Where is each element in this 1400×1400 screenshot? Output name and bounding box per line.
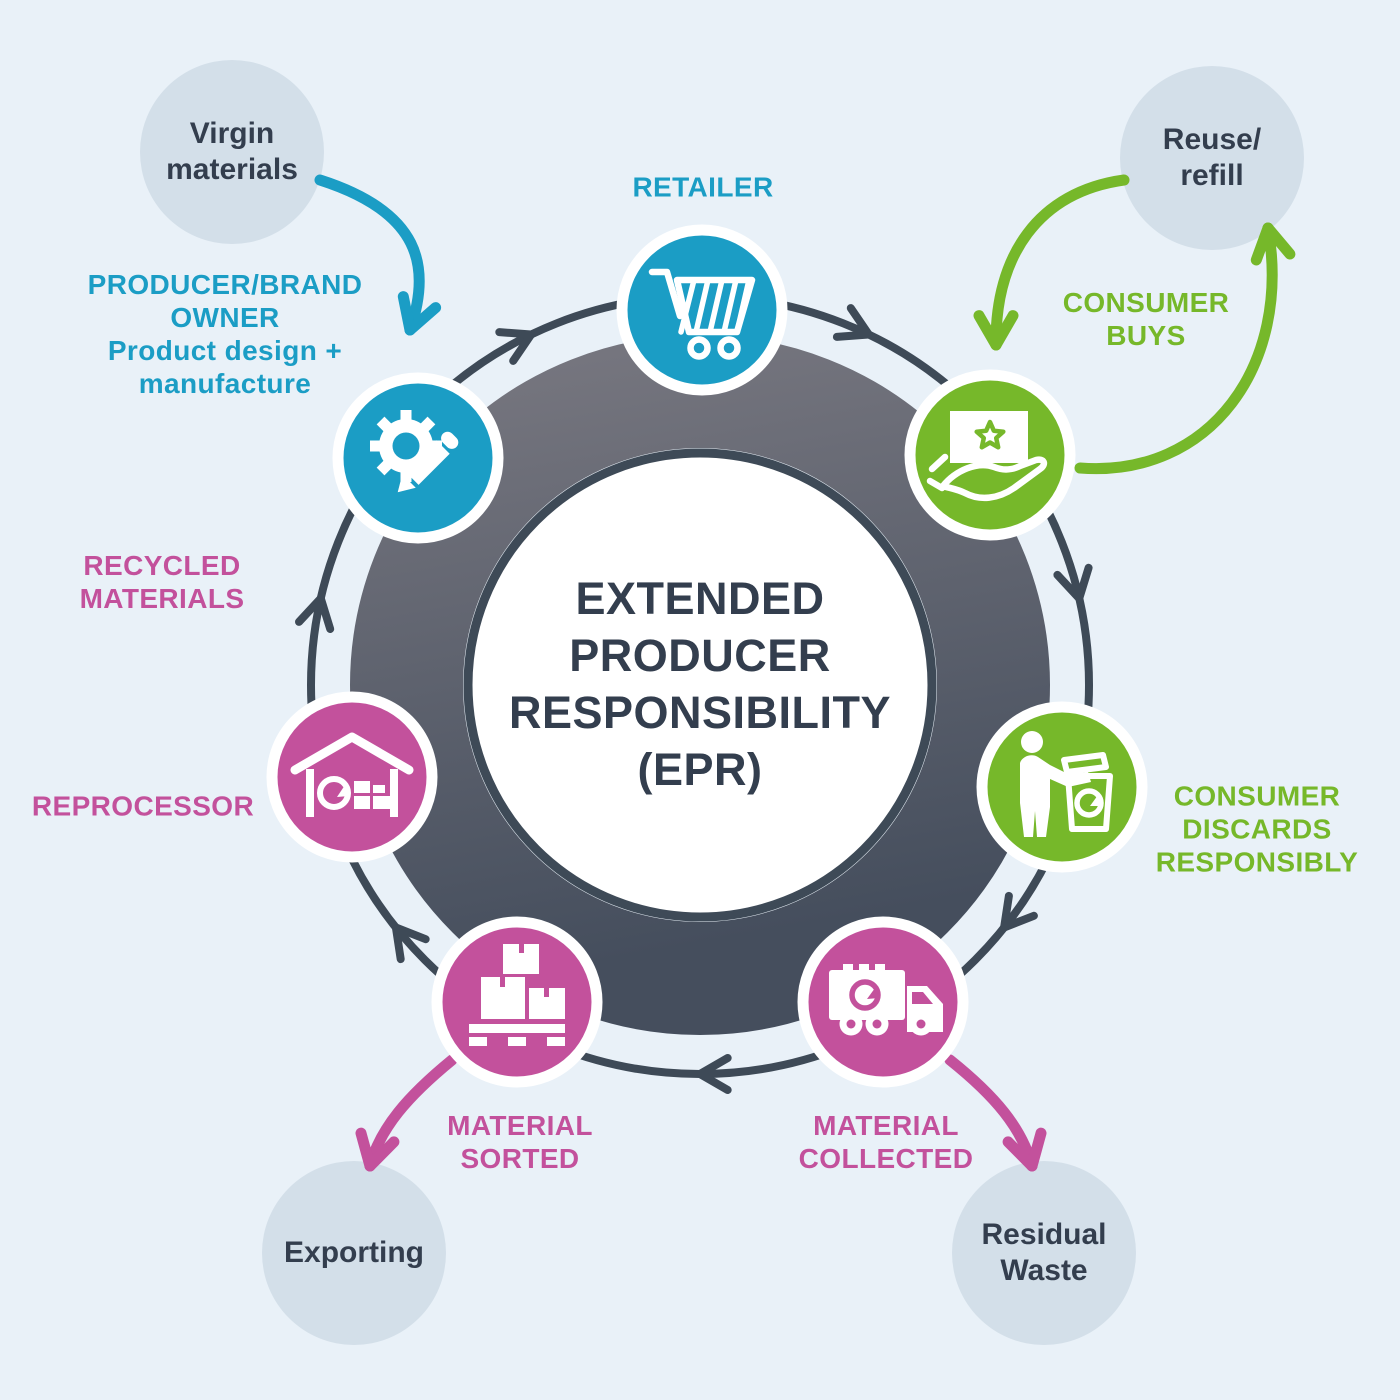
flow-arrow-icon <box>391 923 430 964</box>
consumer-buys-label: CONSUMER BUYS <box>1062 287 1230 351</box>
node-retailer <box>616 224 788 396</box>
node-producer-brand-owner <box>332 372 504 544</box>
node-material-sorted <box>431 916 603 1088</box>
exporting-circle: Exporting <box>262 1161 446 1345</box>
arrow-consumer-to-reuse-icon <box>1074 222 1296 475</box>
node-consumer-buys <box>904 369 1076 541</box>
center-circle <box>463 448 937 922</box>
residual-waste-circle: Residual Waste <box>952 1161 1136 1345</box>
flow-arrow-icon <box>1000 891 1038 932</box>
reuse-refill-label: Reuse/ <box>1162 123 1262 156</box>
flow-arrow-icon <box>495 328 536 365</box>
virgin-materials-circle: Virgin materials <box>140 60 324 244</box>
reuse-refill-circle: Reuse/ refill <box>1120 66 1304 250</box>
gear-pencil-icon <box>370 410 459 493</box>
flow-arrow-icon <box>696 1054 732 1094</box>
reprocessor-label: REPROCESSOR <box>31 790 255 822</box>
node-reprocessor <box>266 691 438 863</box>
flow-arrow-icon <box>832 304 873 341</box>
virgin-materials-label: Virgin <box>189 117 275 150</box>
arrow-collected-to-residual-icon <box>944 1054 1047 1172</box>
producer-brand-owner-label: PRODUCER/BRAND OWNER Product design + ma… <box>87 269 363 399</box>
flow-arrow-icon <box>295 594 335 633</box>
arrow-reuse-to-consumer-icon <box>973 174 1130 351</box>
retailer-label: RETAILER <box>632 171 774 203</box>
residual-waste-label: Residual <box>981 1218 1107 1251</box>
garbage-truck-icon <box>829 964 943 1036</box>
node-material-collected <box>797 916 969 1088</box>
material-collected-label: MATERIAL COLLECTED <box>798 1110 974 1174</box>
arrow-virgin-to-producer-icon <box>314 174 442 336</box>
shopping-cart-icon <box>648 268 756 360</box>
node-consumer-discards <box>976 701 1148 873</box>
flow-arrow-icon <box>1053 563 1093 603</box>
boxes-pallet-icon <box>469 944 565 1046</box>
diagram-title: EXTENDED PRODUCER RESPONSIBILITY (EPR) <box>508 573 892 795</box>
hand-holding-card-icon <box>926 411 1048 502</box>
recycled-materials-label: RECYCLED MATERIALS <box>79 550 245 614</box>
arrow-sorted-to-exporting-icon <box>355 1054 458 1172</box>
warehouse-recycle-icon <box>290 732 414 817</box>
consumer-discards-label: CONSUMER DISCARDS RESPONSIBLY <box>1155 780 1359 878</box>
person-recycling-bin-icon <box>1020 731 1113 837</box>
material-sorted-label: MATERIAL SORTED <box>447 1110 593 1174</box>
exporting-label: Exporting <box>284 1236 424 1269</box>
